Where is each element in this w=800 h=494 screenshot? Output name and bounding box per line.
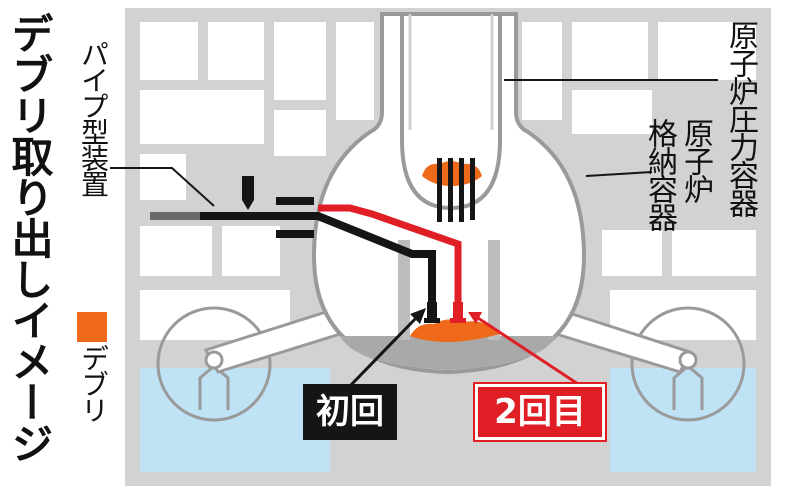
containment-label-line1: 原子炉 xyxy=(678,118,713,202)
second-probe-head xyxy=(453,302,463,320)
pipe-leader-line xyxy=(110,167,215,207)
control-rod-drives xyxy=(437,158,475,222)
torus-right xyxy=(630,306,746,422)
pedestal-bottom xyxy=(340,336,556,370)
second-arrow xyxy=(468,312,579,386)
pedestal-wall-left xyxy=(398,240,410,340)
pipe-device-label: パイプ型装置 xyxy=(77,40,110,196)
pipe-device-valve xyxy=(242,176,254,210)
pedestal-wall-right xyxy=(488,240,500,340)
second-attempt-tag: 2回目 xyxy=(475,384,605,440)
debris-legend-label: デブリ xyxy=(77,344,110,422)
suppression-pool-left xyxy=(140,368,330,472)
building-rooms xyxy=(140,22,756,340)
first-arrow xyxy=(348,308,426,388)
containment-label-line2: 格納容器 xyxy=(642,118,677,230)
pressure-vessel-label: 原子炉圧力容器 xyxy=(723,20,758,216)
second-probe-pipe xyxy=(318,204,462,302)
pcv-leader-line xyxy=(585,171,653,177)
first-attempt-tag: 初回 xyxy=(303,384,397,440)
torus-left xyxy=(156,306,272,422)
debris-bottom xyxy=(410,319,500,342)
first-probe-head xyxy=(427,302,437,320)
debris-legend-swatch xyxy=(77,312,107,342)
first-probe-pipe xyxy=(150,212,436,302)
page-title: デブリ取り出しイメージ xyxy=(5,12,54,463)
